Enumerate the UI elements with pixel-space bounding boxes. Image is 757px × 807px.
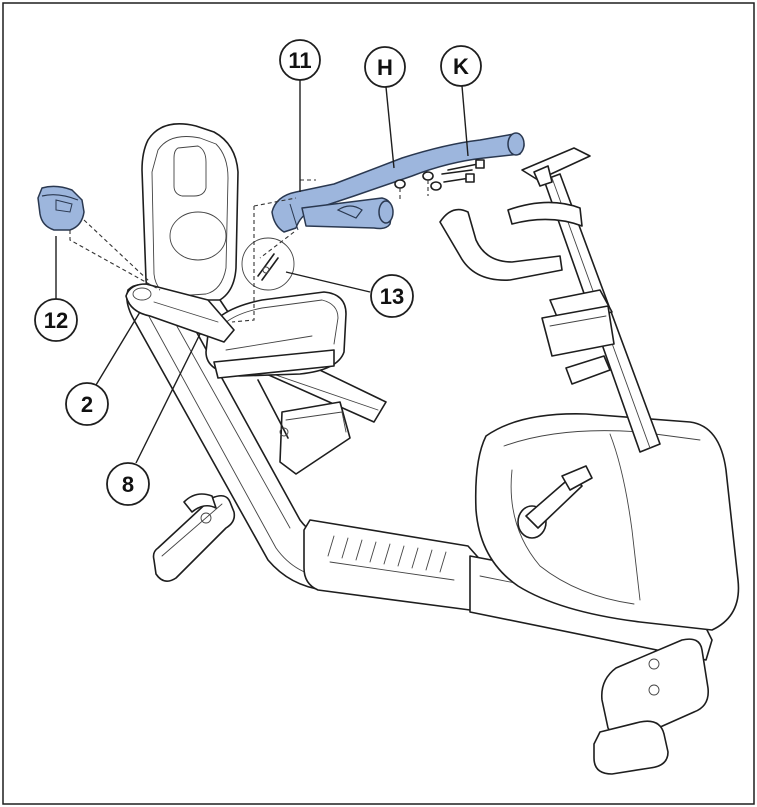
- callout-8-label: 8: [122, 472, 134, 497]
- callout-h: H: [364, 46, 406, 88]
- callout-11-label: 11: [288, 48, 311, 73]
- clip-part-13: [241, 237, 295, 291]
- callout-13: 13: [370, 274, 414, 318]
- callout-11: 11: [279, 39, 321, 81]
- hardware-h-k: [394, 159, 485, 191]
- callout-13-label: 13: [380, 284, 404, 309]
- seat-bracket-part-2: [125, 283, 235, 343]
- cover-part-12: [37, 185, 85, 231]
- callout-2: 2: [65, 382, 109, 426]
- callout-12: 12: [34, 298, 78, 342]
- callout-k-label: K: [453, 54, 469, 79]
- callout-h-label: H: [377, 55, 393, 80]
- callout-2-label: 2: [81, 392, 93, 417]
- callout-leader-lines: [55, 79, 469, 464]
- callout-8: 8: [106, 462, 150, 506]
- assembly-dashed-lines: [69, 179, 429, 323]
- callout-k: K: [440, 45, 482, 87]
- handlebar-part-11: [271, 132, 525, 233]
- callout-12-label: 12: [44, 308, 68, 333]
